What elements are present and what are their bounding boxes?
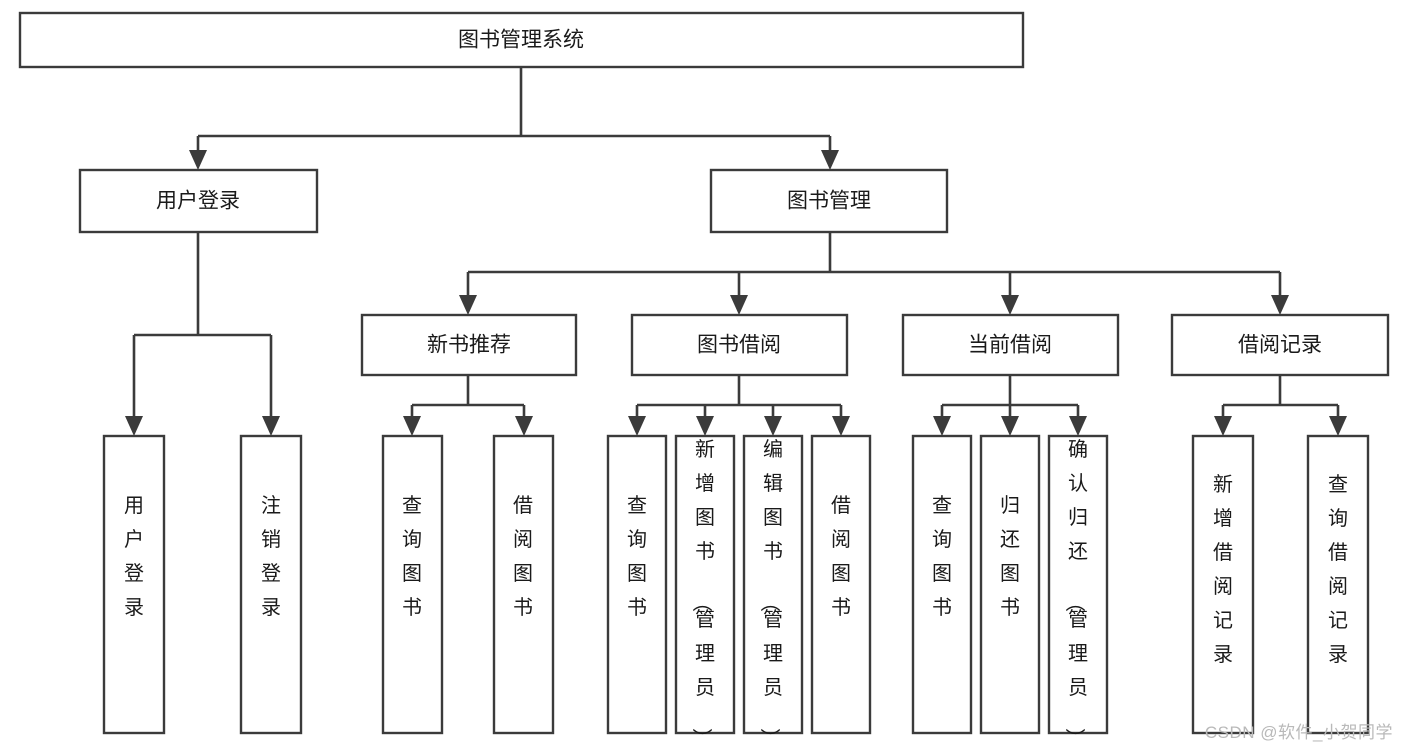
leaf-record-query-record-label: 查询借阅记录 xyxy=(1328,473,1348,666)
leaf-borrow-add-book-box[interactable] xyxy=(674,434,736,735)
leaf-borrow-borrow-book[interactable]: 借阅图书 xyxy=(810,434,872,735)
arrow-icon-current-3 xyxy=(1069,416,1087,436)
arrow-icon-current-1 xyxy=(933,416,951,436)
leaf-borrow-query-book[interactable]: 查询图书 xyxy=(606,434,668,735)
connector-layer xyxy=(125,67,1347,436)
node-book-management[interactable]: 图书管理 xyxy=(709,168,949,234)
node-current-borrow[interactable]: 当前借阅 xyxy=(901,313,1120,377)
arrow-icon-level2-2 xyxy=(821,150,839,170)
leaf-current-return-book-box[interactable] xyxy=(979,434,1041,735)
node-root[interactable]: 图书管理系统 xyxy=(18,11,1025,69)
leaf-current-return-book-label: 归还图书 xyxy=(1000,494,1020,619)
arrow-icon-borrow-4 xyxy=(832,416,850,436)
leaf-user-login-login[interactable]: 用户登录 xyxy=(102,434,166,735)
leaf-record-add-record-box[interactable] xyxy=(1191,434,1255,735)
leaf-borrow-add-book-label: 新增图书（管理员） xyxy=(690,438,715,747)
arrow-icon-record-1 xyxy=(1214,416,1232,436)
arrow-icon-recommend-2 xyxy=(515,416,533,436)
leaf-user-login-login-label: 用户登录 xyxy=(124,495,144,619)
leaf-current-query-book[interactable]: 查询图书 xyxy=(911,434,973,735)
node-root-label: 图书管理系统 xyxy=(458,29,584,52)
leaf-record-add-record[interactable]: 新增借阅记录 xyxy=(1191,434,1255,735)
leaf-user-login-login-box[interactable] xyxy=(102,434,166,735)
node-new-book-recommend[interactable]: 新书推荐 xyxy=(360,313,578,377)
watermark-text: CSDN @软件_小贺同学 xyxy=(1204,723,1393,742)
node-user-login[interactable]: 用户登录 xyxy=(78,168,319,234)
node-current-borrow-box[interactable] xyxy=(901,313,1120,377)
leaf-user-login-logout-label: 注销登录 xyxy=(261,494,281,619)
arrow-icon-user-login-2 xyxy=(262,416,280,436)
leaf-borrow-add-book[interactable]: 新增图书（管理员） xyxy=(674,434,736,747)
leaf-current-confirm-return[interactable]: 确认归还（管理员） xyxy=(1047,434,1109,747)
leaf-borrow-query-book-box[interactable] xyxy=(606,434,668,735)
node-new-book-recommend-box[interactable] xyxy=(360,313,578,377)
node-book-borrow[interactable]: 图书借阅 xyxy=(630,313,849,377)
leaf-current-confirm-return-label: 确认归还（管理员） xyxy=(1063,438,1088,747)
leaf-current-confirm-return-box[interactable] xyxy=(1047,434,1109,735)
leaf-current-return-book[interactable]: 归还图书 xyxy=(979,434,1041,735)
node-book-borrow-label: 图书借阅 xyxy=(697,334,781,357)
leaf-borrow-edit-book-box[interactable] xyxy=(742,434,804,735)
node-borrow-record[interactable]: 借阅记录 xyxy=(1170,313,1390,377)
leaf-record-add-record-label: 新增借阅记录 xyxy=(1213,473,1233,666)
leaf-record-query-record[interactable]: 查询借阅记录 xyxy=(1306,434,1370,735)
leaf-recommend-borrow-book-box[interactable] xyxy=(492,434,555,735)
leaf-user-login-logout[interactable]: 注销登录 xyxy=(239,434,303,735)
leaf-recommend-query-book-box[interactable] xyxy=(381,434,444,735)
node-borrow-record-label: 借阅记录 xyxy=(1238,334,1322,357)
arrow-icon-level3-4 xyxy=(1271,295,1289,315)
leaf-recommend-query-book-label: 查询图书 xyxy=(402,494,422,619)
node-current-borrow-label: 当前借阅 xyxy=(968,334,1052,357)
node-user-login-box[interactable] xyxy=(78,168,319,234)
leaf-recommend-borrow-book[interactable]: 借阅图书 xyxy=(492,434,555,735)
leaf-borrow-edit-book-label: 编辑图书（管理员） xyxy=(758,438,783,747)
arrow-icon-current-2 xyxy=(1001,416,1019,436)
node-book-management-box[interactable] xyxy=(709,168,949,234)
node-borrow-record-box[interactable] xyxy=(1170,313,1390,377)
leaf-user-login-logout-box[interactable] xyxy=(239,434,303,735)
leaf-borrow-query-book-label: 查询图书 xyxy=(627,494,647,619)
arrow-icon-borrow-1 xyxy=(628,416,646,436)
arrow-icon-level2-1 xyxy=(189,150,207,170)
arrow-icon-borrow-2 xyxy=(696,416,714,436)
arrow-icon-recommend-1 xyxy=(403,416,421,436)
arrow-icon-user-login-1 xyxy=(125,416,143,436)
node-book-borrow-box[interactable] xyxy=(630,313,849,377)
leaf-current-query-book-box[interactable] xyxy=(911,434,973,735)
leaf-recommend-borrow-book-label: 借阅图书 xyxy=(513,494,533,619)
leaf-borrow-borrow-book-label: 借阅图书 xyxy=(831,494,851,619)
leaf-borrow-borrow-book-box[interactable] xyxy=(810,434,872,735)
node-new-book-recommend-label: 新书推荐 xyxy=(427,334,511,357)
node-book-management-label: 图书管理 xyxy=(787,190,871,213)
arrow-icon-record-2 xyxy=(1329,416,1347,436)
leaf-recommend-query-book[interactable]: 查询图书 xyxy=(381,434,444,735)
arrow-icon-level3-3 xyxy=(1001,295,1019,315)
leaf-borrow-edit-book[interactable]: 编辑图书（管理员） xyxy=(742,434,804,747)
node-user-login-label: 用户登录 xyxy=(156,190,240,213)
leaf-record-query-record-box[interactable] xyxy=(1306,434,1370,735)
leaf-current-query-book-label: 查询图书 xyxy=(932,494,952,619)
node-root-box[interactable] xyxy=(18,11,1025,69)
arrow-icon-level3-2 xyxy=(730,295,748,315)
arrow-icon-borrow-3 xyxy=(764,416,782,436)
arrow-icon-level3-1 xyxy=(459,295,477,315)
